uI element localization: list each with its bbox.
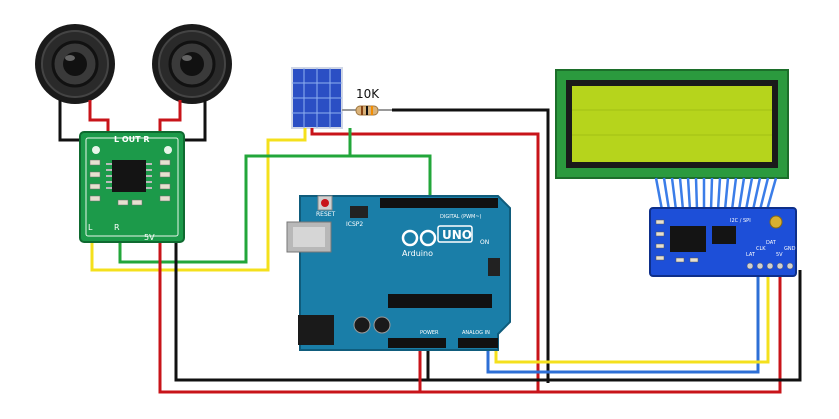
wire-black-gnd (174, 232, 802, 382)
wire-yellow-audio (90, 128, 307, 272)
backpack-pin-gnd: GND (784, 246, 796, 252)
backpack-title: I2C / SPI (730, 218, 751, 224)
arduino-brand: Arduino (402, 249, 433, 258)
arduino-logo-icon (401, 229, 437, 247)
backpack-pin-lat: LAT (746, 252, 756, 258)
wire-yellow-lat (494, 270, 770, 364)
lcd-ribbon (654, 177, 778, 211)
amp-pin-r: R (114, 223, 120, 232)
backpack-pin-dat: DAT (766, 240, 777, 246)
wire-blue-clk (486, 270, 760, 374)
backpack-pin-5v: 5V (776, 252, 783, 258)
amplifier-board: L OUT R L R 5V (79, 131, 185, 243)
wire-black-resistor (392, 108, 550, 383)
wire-red-solar (310, 128, 540, 392)
wire-green-amp (118, 154, 350, 264)
arduino-power-label: POWER (420, 330, 439, 336)
arduino-on-label: ON (480, 239, 489, 246)
speaker-left (35, 24, 115, 104)
arduino-digital-label: DIGITAL (PWM~) (440, 214, 482, 220)
amp-pin-l: L (88, 223, 93, 232)
arduino-reset-label: RESET (316, 211, 336, 218)
backpack-pin-clk: CLK (756, 246, 766, 252)
wire-green-signal (348, 128, 432, 196)
lcd-backpack: I2C / SPI LAT CLK DAT 5V GND (649, 207, 797, 277)
resistor: 10K (342, 87, 392, 116)
arduino-analog-label: ANALOG IN (462, 330, 490, 336)
arduino-uno: RESET ICSP2 DIGITAL (PWM~) Arduino UNO O… (286, 195, 511, 351)
arduino-icsp2-label: ICSP2 (346, 221, 363, 228)
solar-panel (291, 67, 343, 129)
lcd-module (555, 69, 789, 179)
speaker-right (152, 24, 232, 104)
amp-pin-5v: 5V (144, 233, 155, 242)
resistor-label: 10K (356, 87, 380, 101)
wire-red-5v (158, 232, 782, 394)
arduino-model: UNO (442, 228, 472, 242)
amp-out-label: L OUT R (114, 135, 150, 144)
wires (90, 108, 802, 394)
